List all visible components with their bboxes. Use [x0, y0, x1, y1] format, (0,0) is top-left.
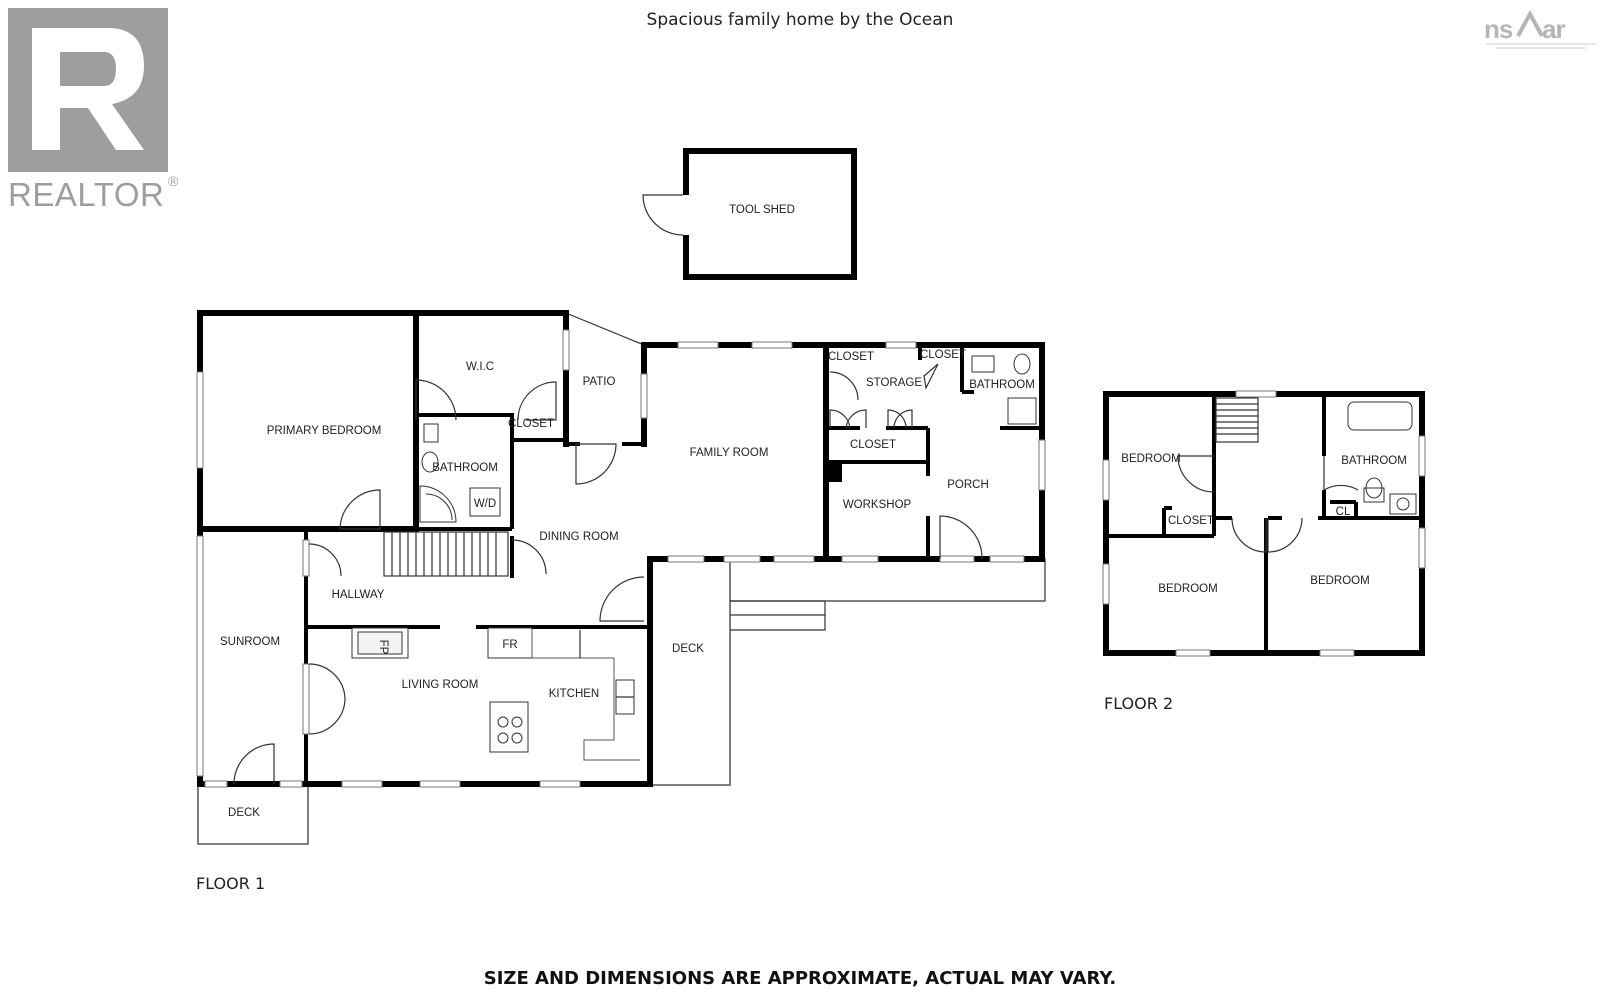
label-f2-bedroom-sw: BEDROOM [1158, 583, 1217, 595]
label-porch: PORCH [947, 479, 989, 491]
label-bathroom-2: BATHROOM [969, 379, 1035, 391]
label-dining-room: DINING ROOM [539, 531, 618, 543]
floor-1-label: FLOOR 1 [196, 874, 265, 893]
stairs-floor1 [383, 531, 509, 577]
label-deck-right: DECK [672, 643, 704, 655]
label-primary-bedroom: PRIMARY BEDROOM [267, 425, 382, 437]
label-fr: FR [502, 639, 517, 651]
label-closet-d: CLOSET [850, 439, 896, 451]
svg-text:REALTOR: REALTOR [8, 176, 164, 213]
label-hallway: HALLWAY [332, 589, 385, 601]
label-workshop: WORKSHOP [843, 499, 912, 511]
label-family-room: FAMILY ROOM [690, 447, 769, 459]
label-living-room: LIVING ROOM [402, 679, 479, 691]
label-f2-bathroom: BATHROOM [1341, 455, 1407, 467]
label-sunroom: SUNROOM [220, 636, 280, 648]
label-kitchen: KITCHEN [549, 688, 599, 700]
disclaimer: SIZE AND DIMENSIONS ARE APPROXIMATE, ACT… [483, 968, 1117, 989]
deck-right-outline [649, 558, 731, 786]
floor-2-plan [1102, 390, 1426, 657]
label-f2-bedroom-se: BEDROOM [1310, 575, 1369, 587]
label-f2-cl: CL [1336, 506, 1351, 518]
label-wd: W/D [474, 498, 496, 510]
nsar-logo: ns ar [1484, 9, 1596, 49]
label-storage: STORAGE [866, 377, 922, 389]
label-closet-c: CLOSET [920, 349, 966, 361]
deck-bottom-outline [197, 783, 309, 845]
svg-text:ar: ar [1542, 14, 1565, 44]
label-wic: W.I.C [466, 361, 494, 373]
svg-text:®: ® [168, 173, 179, 189]
label-f2-closet: CLOSET [1168, 515, 1214, 527]
label-closet-b: CLOSET [828, 351, 874, 363]
floor-1-plan [196, 310, 1046, 845]
label-tool-shed: TOOL SHED [729, 204, 795, 216]
label-f2-bedroom-nw: BEDROOM [1121, 453, 1180, 465]
label-fp: FP [377, 640, 389, 655]
label-closet-a: CLOSET [508, 418, 554, 430]
label-bathroom-1: BATHROOM [432, 462, 498, 474]
realtor-logo: REALTOR ® [8, 8, 179, 213]
page-title: Spacious family home by the Ocean [646, 10, 954, 30]
tool-shed [642, 148, 857, 280]
floor-2-label: FLOOR 2 [1104, 694, 1173, 713]
label-patio: PATIO [583, 376, 616, 388]
svg-text:ns: ns [1484, 14, 1513, 44]
label-deck-bottom: DECK [228, 807, 260, 819]
